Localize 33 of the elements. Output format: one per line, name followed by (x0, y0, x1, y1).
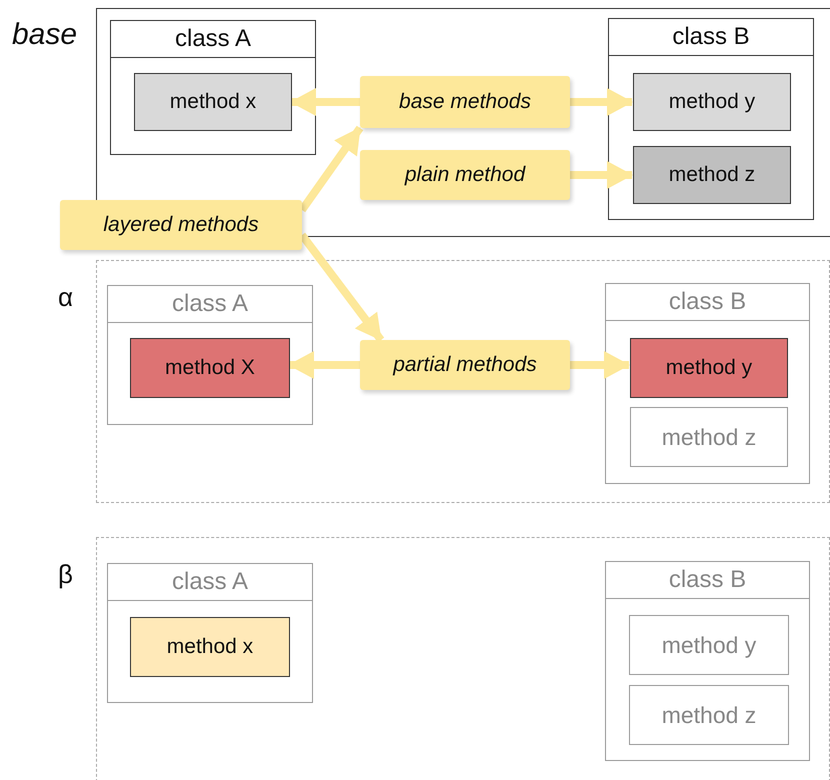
method-box: method x (134, 73, 292, 131)
class-name: class A (111, 21, 315, 58)
class-name: class A (108, 286, 312, 323)
method-box: method z (630, 407, 788, 467)
arrow (570, 88, 633, 116)
method-box: method z (629, 685, 789, 745)
callout-box: partial methods (360, 340, 570, 390)
callout-box: base methods (360, 76, 570, 128)
callout-box: layered methods (60, 200, 302, 250)
class-box (110, 20, 316, 155)
class-box (107, 285, 313, 425)
method-box: method X (130, 338, 290, 398)
class-box (605, 561, 810, 761)
class-name: class B (606, 562, 809, 599)
arrow (570, 351, 630, 379)
callout-box: plain method (360, 150, 570, 200)
arrow (288, 351, 360, 379)
class-box (107, 563, 313, 703)
method-box: method y (630, 338, 788, 398)
arrow (290, 88, 360, 116)
class-box (608, 18, 814, 220)
method-box: method y (629, 615, 789, 675)
arrow (570, 161, 633, 189)
layer-label: α (58, 282, 74, 313)
class-name: class A (108, 564, 312, 601)
layer-label: base (12, 18, 78, 52)
class-box (605, 283, 810, 484)
method-box: method z (633, 146, 791, 204)
class-name: class B (609, 19, 813, 56)
method-box: method y (633, 73, 791, 131)
method-box: method x (130, 617, 290, 677)
layer-label: β (58, 559, 73, 590)
class-name: class B (606, 284, 809, 321)
